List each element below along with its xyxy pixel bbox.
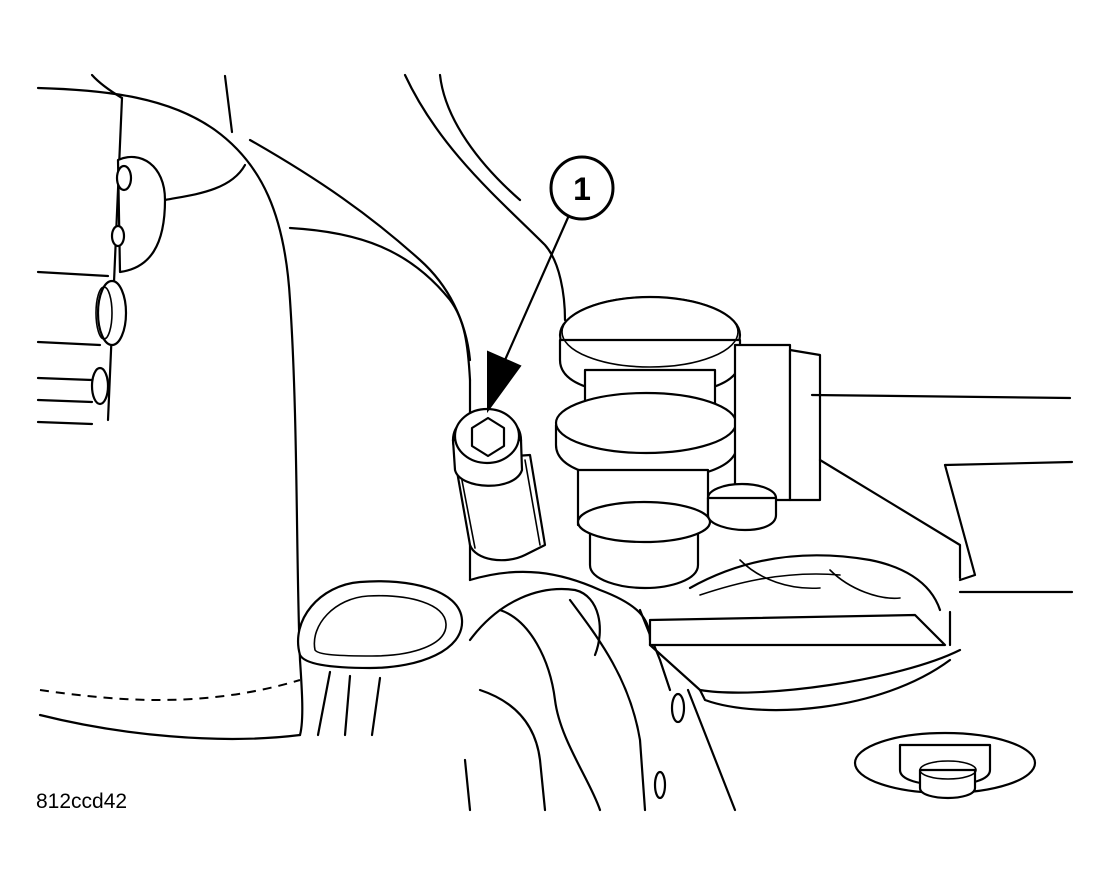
oring-loop (297, 580, 464, 737)
rivet-pins (653, 688, 737, 812)
lower-stud (853, 731, 1037, 800)
callout-1: 1 (487, 155, 615, 414)
callout-circle (549, 155, 615, 221)
manifold-housing (36, 73, 304, 740)
lower-casting (463, 570, 672, 812)
callout-arrowhead (487, 350, 522, 414)
left-bosses (90, 155, 247, 406)
callout-number: 1 (573, 171, 591, 207)
figure-reference-code: 812ccd42 (36, 790, 128, 813)
deck-plate (648, 458, 1074, 712)
left-rails (36, 270, 110, 426)
hex-socket-icon (470, 416, 506, 458)
socket-head-bolt (451, 407, 547, 562)
regulator-body (554, 295, 1072, 590)
